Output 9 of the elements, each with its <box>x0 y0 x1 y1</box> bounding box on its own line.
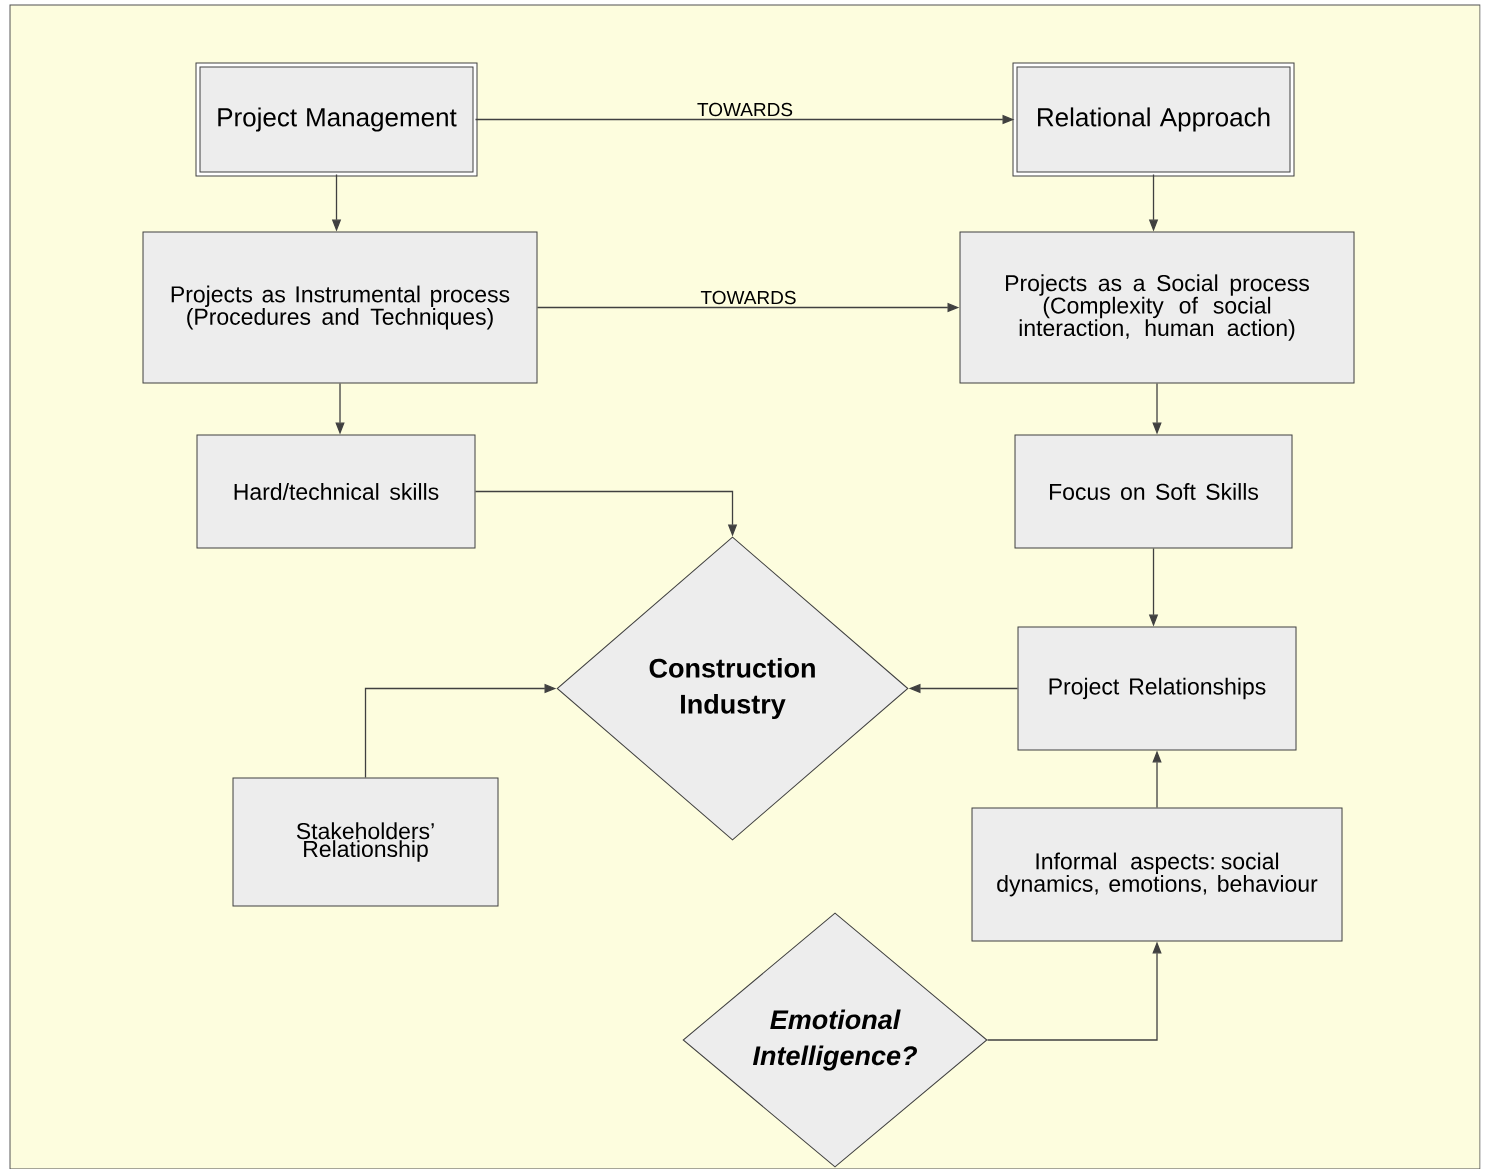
process-box: Informal aspects: social dynamics, emotions, behaviour <box>971 807 1343 942</box>
process-box: Project Relationships <box>1017 626 1297 751</box>
process-box: Projects as a Social process (Complexity of social interaction, human action) <box>959 231 1355 384</box>
process-box: Project Management <box>195 62 478 177</box>
process-box: Stakeholders’ Relationship <box>232 777 499 907</box>
process-box: Hard/technical skills <box>196 434 476 549</box>
process-box: Relational Approach <box>1012 62 1295 177</box>
process-box: Focus on Soft Skills <box>1014 434 1293 549</box>
process-box: Projects as Instrumental process (Procedures and Techniques) <box>142 231 538 384</box>
